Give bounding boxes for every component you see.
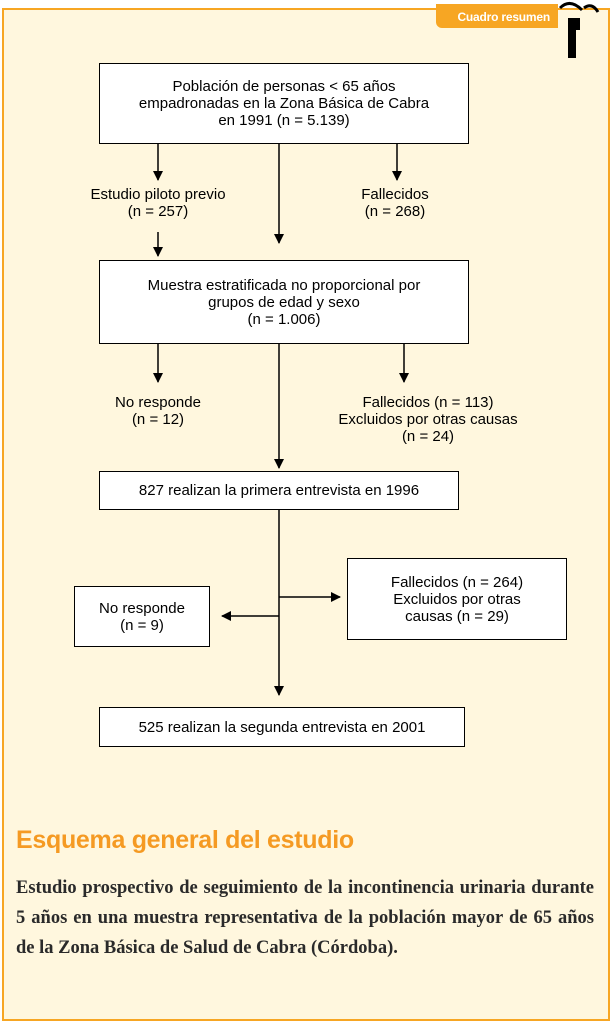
deceased-3-line-2: Excluidos por otras [393, 590, 521, 608]
deceased-2-line-1: Fallecidos (n = 113) [362, 394, 494, 411]
population-line-1: Población de personas < 65 años [172, 78, 396, 95]
deceased-3-line-1: Fallecidos (n = 264) [390, 573, 524, 591]
no-response-label-1: No responde (n = 12) [96, 394, 220, 428]
pilot-study-label: Estudio piloto previo (n = 257) [78, 186, 238, 220]
pilot-line-2: (n = 257) [127, 203, 189, 220]
second-interview-box: 525 realizan la segunda entrevista en 20… [99, 707, 465, 747]
no-response-1-line-1: No responde [115, 394, 201, 411]
no-response-1-line-2: (n = 12) [131, 411, 185, 428]
summary-tab: Cuadro resumen [436, 4, 558, 28]
study-summary: Estudio prospectivo de seguimiento de la… [16, 878, 594, 958]
pilot-line-1: Estudio piloto previo [90, 186, 226, 203]
deceased-label-1: Fallecidos (n = 268) [340, 186, 450, 220]
sample-line-2: grupos de edad y sexo [208, 293, 360, 311]
population-line-2: empadronadas en la Zona Básica de Cabra [138, 95, 430, 112]
no-response-2-line-2: (n = 9) [120, 616, 164, 634]
deceased-3-line-3: causas (n = 29) [405, 607, 509, 625]
second-interview-text: 525 realizan la segunda entrevista en 20… [138, 718, 426, 736]
deceased-1-line-1: Fallecidos [361, 186, 429, 203]
no-response-2-line-1: No responde [99, 599, 185, 617]
sample-box: Muestra estratificada no proporcional po… [99, 260, 469, 344]
section-heading: Esquema general del estudio [16, 826, 354, 854]
deceased-2-line-3: (n = 24) [401, 428, 455, 445]
population-line-3: en 1991 (n = 5.139) [218, 112, 350, 129]
population-box: Población de personas < 65 años empadron… [99, 63, 469, 144]
sample-line-1: Muestra estratificada no proporcional po… [147, 276, 421, 294]
sample-line-3: (n = 1.006) [247, 310, 321, 328]
no-response-box-2: No responde (n = 9) [74, 586, 210, 647]
deceased-label-2: Fallecidos (n = 113) Excluidos por otras… [318, 394, 538, 445]
presenter-figure-icon [558, 2, 600, 60]
deceased-box-3: Fallecidos (n = 264) Excluidos por otras… [347, 558, 567, 640]
summary-panel: Cuadro resumen [2, 4, 610, 1021]
deceased-2-line-2: Excluidos por otras causas [338, 411, 518, 428]
first-interview-text: 827 realizan la primera entrevista en 19… [138, 482, 420, 499]
deceased-1-line-2: (n = 268) [364, 203, 426, 220]
first-interview-box: 827 realizan la primera entrevista en 19… [99, 471, 459, 510]
tab-label: Cuadro resumen [457, 10, 550, 24]
